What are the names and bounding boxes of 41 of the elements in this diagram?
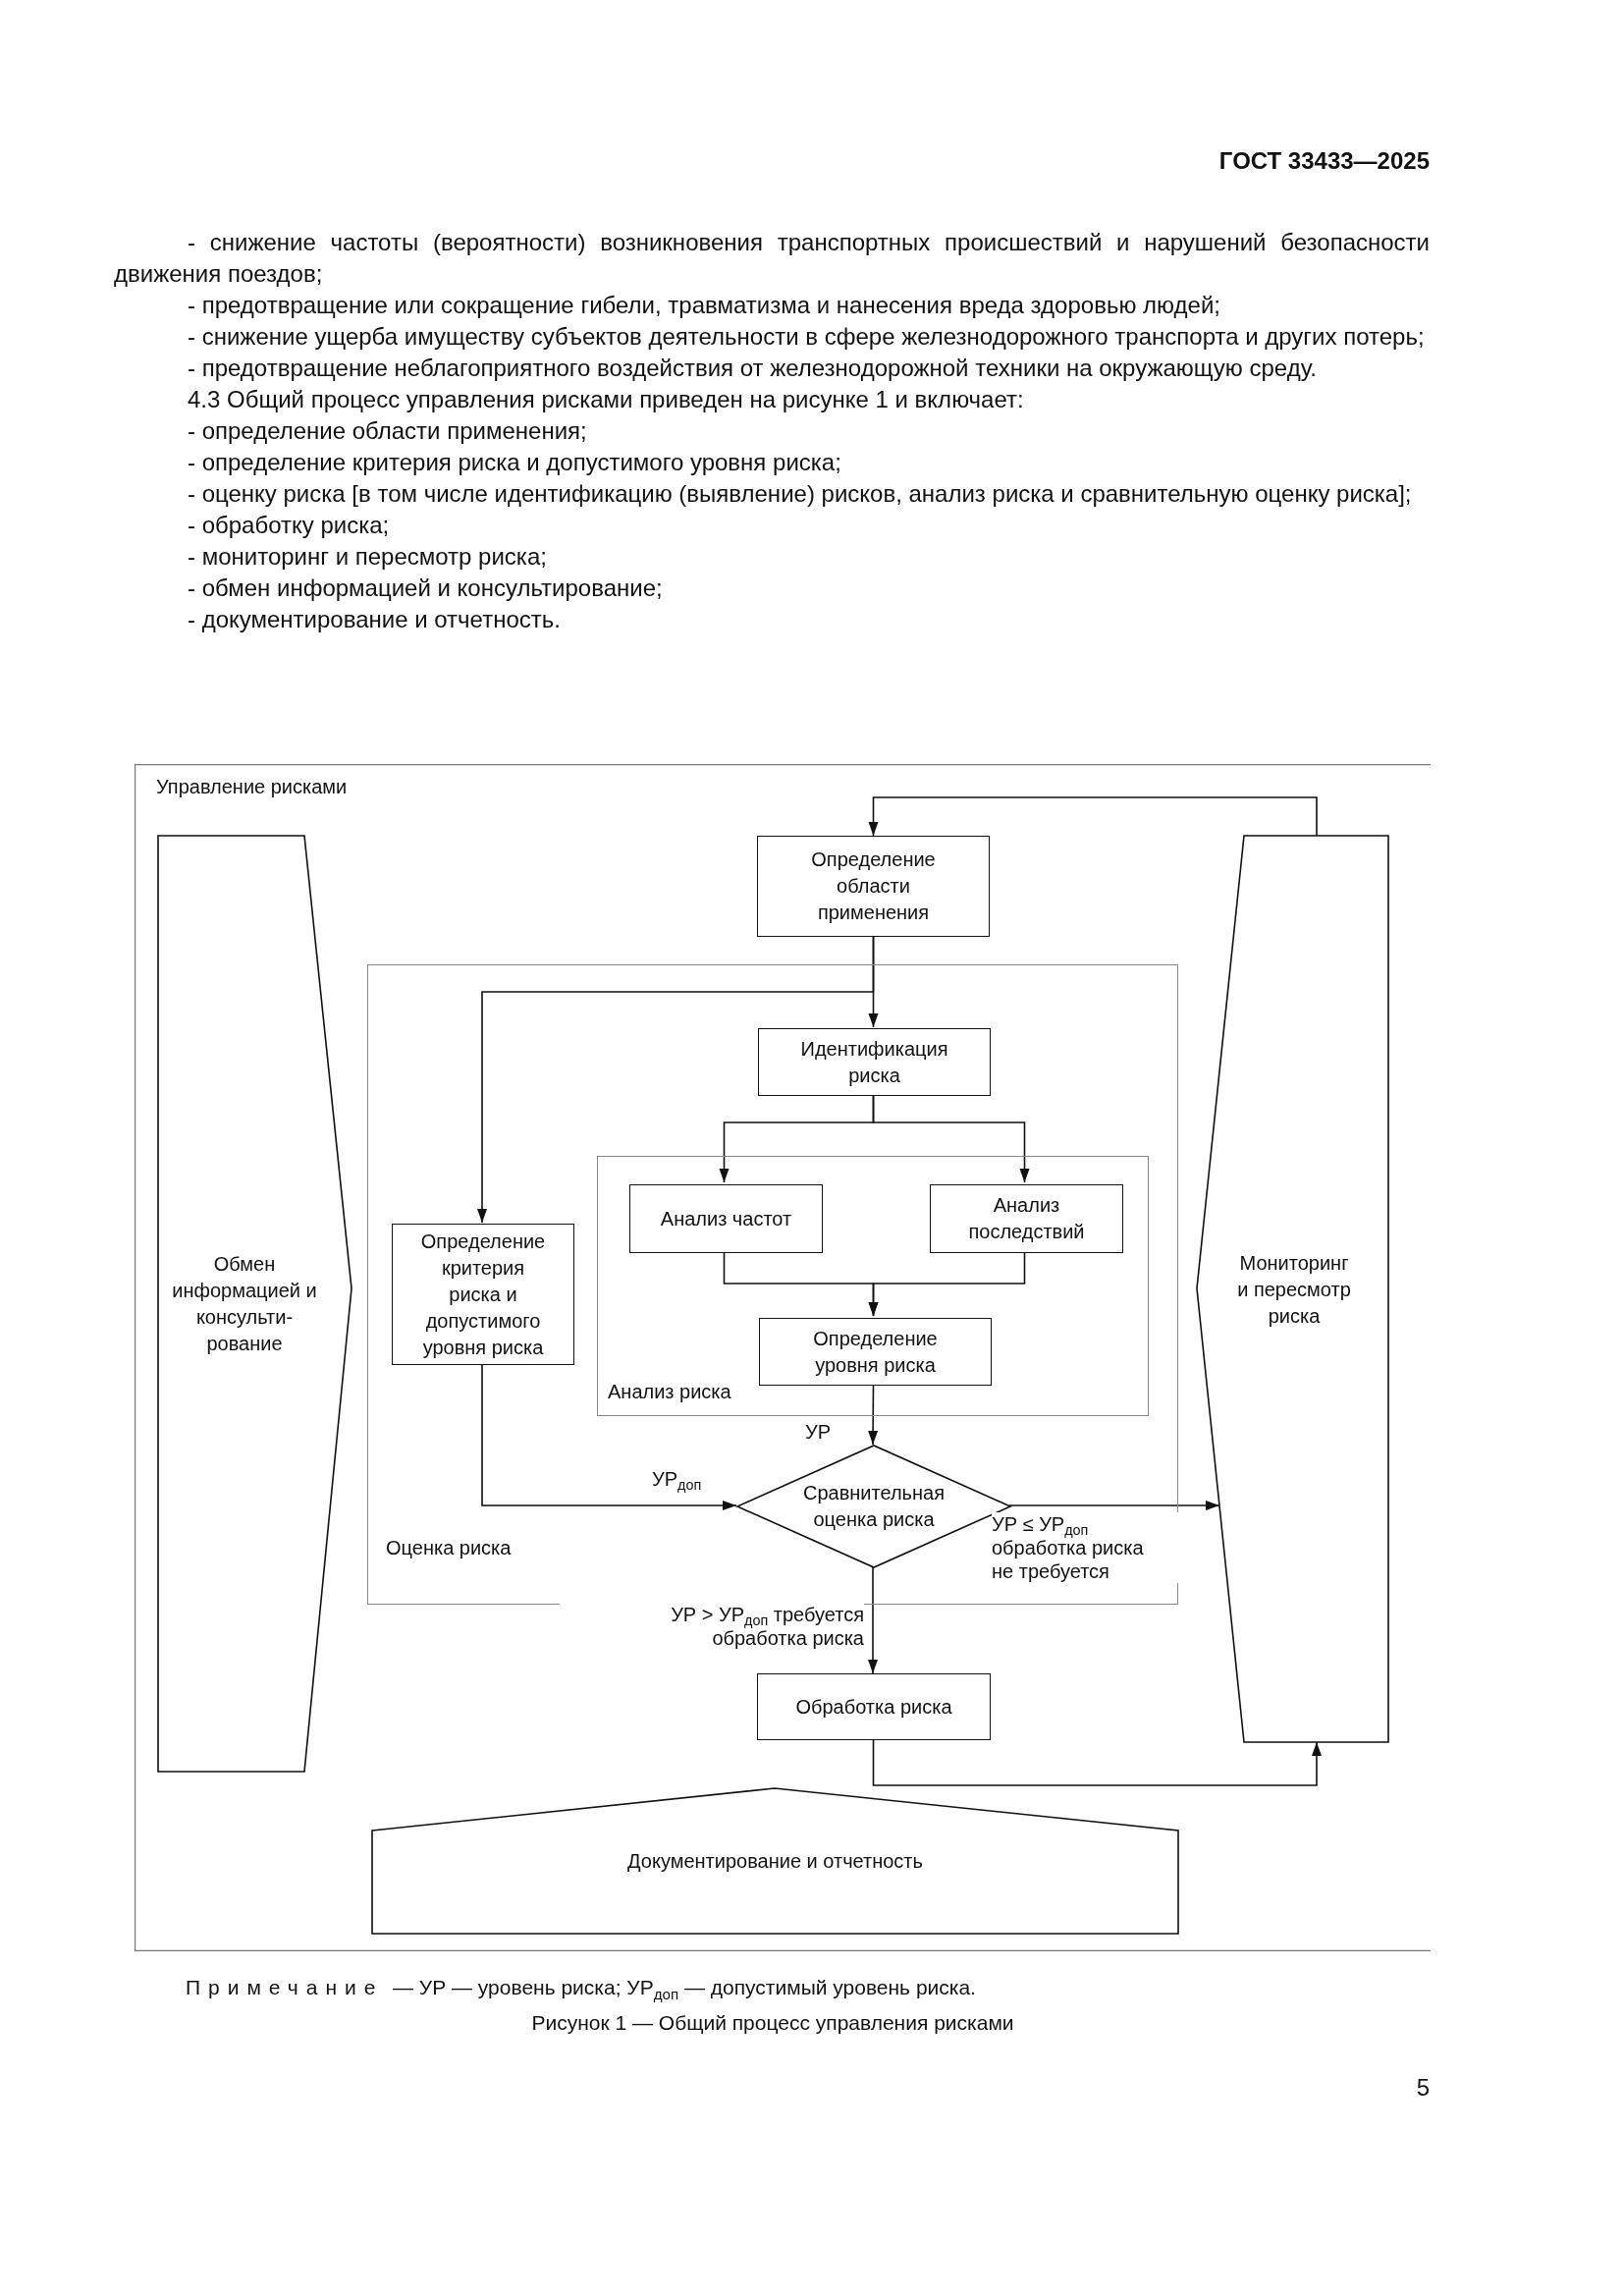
arrow bbox=[868, 1565, 878, 1674]
body-text: - предотвращение или сокращение гибели, травматизма и нанесения вреда здоровью людей; bbox=[187, 291, 1221, 320]
frame-title: Управление рисками bbox=[156, 775, 349, 799]
body-text: - снижение частоты (вероятности) возникновения транспортных происшествий и нарушений безопасности движения поездов; bbox=[114, 228, 1430, 289]
note-label: Примечание bbox=[186, 1976, 384, 1999]
body-text: - обработку риска; bbox=[187, 511, 391, 540]
body-text: - определение области применения; bbox=[187, 416, 588, 446]
frame-title: Анализ риска bbox=[608, 1380, 732, 1404]
group-frame bbox=[367, 964, 1178, 1605]
edge-label: УР > УР$_{доп}$ требуется обработка риска bbox=[560, 1603, 864, 1650]
process-box: Определение критерия риска и допустимого уровня риска bbox=[392, 1224, 574, 1365]
node-label: Документирование и отчетность bbox=[626, 1848, 924, 1874]
body-text: - снижение ущерба имуществу субъектов деятельности в сфере железнодорожного транспорта и других потерь; bbox=[187, 322, 1426, 352]
body-text: - предотвращение неблагоприятного воздействия от железнодорожной техники на окружающую среду. bbox=[187, 354, 1318, 383]
edge-label: УР ≤ УР$_{доп}$ обработка риска не требуется bbox=[992, 1512, 1178, 1583]
node-label: Мониторинг и пересмотр риска bbox=[1236, 1250, 1352, 1329]
group-frame bbox=[597, 1156, 1149, 1416]
process-box: Определение уровня риска bbox=[759, 1318, 992, 1386]
process-box: Идентификация риска bbox=[758, 1028, 991, 1096]
arrow bbox=[872, 1739, 1322, 1786]
node-label: Обмен информацией и консульти-рование bbox=[171, 1251, 318, 1356]
body-text: - определение критерия риска и допустимого уровня риска; bbox=[187, 448, 842, 477]
process-box: Анализ частот bbox=[629, 1184, 823, 1253]
arrow bbox=[481, 1363, 737, 1510]
figure-caption: Рисунок 1 — Общий процесс управления рисками bbox=[530, 2011, 1015, 2035]
arrow bbox=[868, 796, 1318, 837]
arrow bbox=[477, 936, 875, 1224]
body-text: - оценку риска [в том числе идентификацию (выявление) рисков, анализ риска и сравнительную оценку риска]; bbox=[187, 479, 1413, 509]
page-number: 5 bbox=[1416, 2074, 1430, 2102]
process-box: Обработка риска bbox=[757, 1673, 991, 1740]
arrow bbox=[1008, 1501, 1220, 1510]
body-text: - документирование и отчетность. bbox=[187, 605, 562, 634]
document-number: ГОСТ 33433—2025 bbox=[1218, 147, 1430, 175]
body-text: - обмен информацией и консультирование; bbox=[187, 574, 664, 603]
frame-title: Оценка риска bbox=[386, 1536, 513, 1560]
body-text: 4.3 Общий процесс управления рисками приведен на рисунке 1 и включает: bbox=[187, 385, 1025, 414]
process-box: Определение области применения bbox=[757, 836, 990, 937]
process-box: Анализ последствий bbox=[930, 1184, 1123, 1253]
body-text: - мониторинг и пересмотр риска; bbox=[187, 542, 548, 572]
node-label: Сравнительная оценка риска bbox=[802, 1481, 946, 1532]
arrow bbox=[872, 1094, 1030, 1183]
